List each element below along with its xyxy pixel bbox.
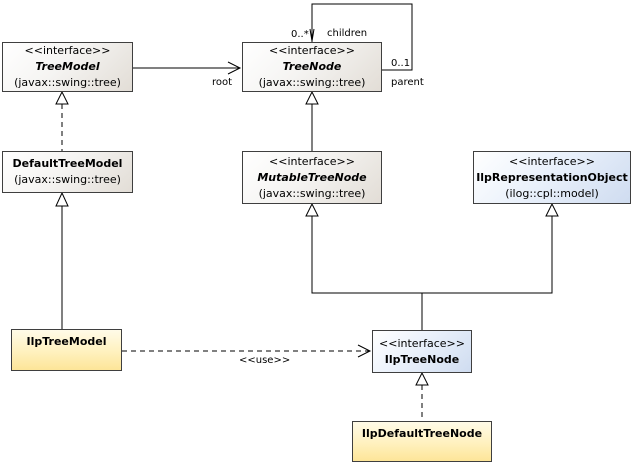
ilp-tree-node-generalization-arrowhead-right xyxy=(545,202,559,217)
self-association-line xyxy=(311,3,413,71)
self-association-arrowhead xyxy=(309,28,315,42)
tree-model-stereotype: <<interface>> xyxy=(24,44,111,57)
tree-model-package: (javax::swing::tree) xyxy=(14,76,121,89)
use-dependency-arrowhead xyxy=(357,344,372,358)
root-association-arrowhead xyxy=(227,61,242,75)
ilp-default-tree-node-class[interactable]: IlpDefaultTreeNode xyxy=(352,421,492,462)
ilp-default-tree-node-name: IlpDefaultTreeNode xyxy=(361,427,483,440)
mutable-tree-node-package: (javax::swing::tree) xyxy=(258,186,366,200)
root-label: root xyxy=(212,77,232,88)
ilp-tree-node-stereotype: <<interface>> xyxy=(379,336,465,350)
use-label: <<use>> xyxy=(239,355,290,366)
ilp-tree-node-name: IlpTreeNode xyxy=(384,352,460,366)
mutable-tree-node-stereotype: <<interface>> xyxy=(269,154,355,168)
mutable-tree-node-name: MutableTreeNode xyxy=(257,170,367,184)
ilp-tree-model-name: IlpTreeModel xyxy=(26,335,107,348)
ilp-tree-node-class[interactable]: <<interface>> IlpTreeNode xyxy=(372,330,472,373)
tree-node-name: TreeNode xyxy=(282,60,342,73)
ilp-tree-model-class[interactable]: IlpTreeModel xyxy=(11,329,122,371)
ilp-default-tree-node-realization-arrowhead xyxy=(415,371,429,386)
tree-node-package: (javax::swing::tree) xyxy=(258,76,366,89)
default-tree-model-package: (javax::swing::tree) xyxy=(14,173,121,186)
ilp-tree-model-generalization-arrowhead xyxy=(55,191,69,207)
ilp-tree-node-generalization-line-left xyxy=(311,216,422,294)
parent-label: parent xyxy=(391,77,424,88)
mutable-tree-node-class[interactable]: <<interface>> MutableTreeNode (javax::sw… xyxy=(242,151,382,204)
children-multiplicity-label: 0..* xyxy=(291,29,309,40)
children-label: children xyxy=(327,28,367,39)
mutable-tree-node-generalization-arrowhead xyxy=(305,90,319,105)
default-tree-model-realization-arrowhead xyxy=(55,90,69,105)
parent-multiplicity-label: 0..1 xyxy=(391,58,410,69)
default-tree-model-name: DefaultTreeModel xyxy=(12,157,123,170)
ilp-tree-node-generalization-arrowhead-left xyxy=(305,202,319,217)
default-tree-model-class[interactable]: DefaultTreeModel (javax::swing::tree) xyxy=(2,151,133,193)
ilp-tree-node-generalization-line-right xyxy=(422,216,553,294)
ilp-representation-object-name: IlpRepresentationObject xyxy=(476,170,628,184)
tree-model-name: TreeModel xyxy=(35,60,100,73)
ilp-representation-object-class[interactable]: <<interface>> IlpRepresentationObject (i… xyxy=(473,151,631,204)
tree-node-class[interactable]: <<interface>> TreeNode (javax::swing::tr… xyxy=(242,42,382,92)
ilp-representation-object-package: (ilog::cpl::model) xyxy=(505,186,599,200)
tree-model-class[interactable]: <<interface>> TreeModel (javax::swing::t… xyxy=(2,42,133,92)
tree-node-stereotype: <<interface>> xyxy=(269,44,355,57)
ilp-representation-object-stereotype: <<interface>> xyxy=(509,154,595,168)
